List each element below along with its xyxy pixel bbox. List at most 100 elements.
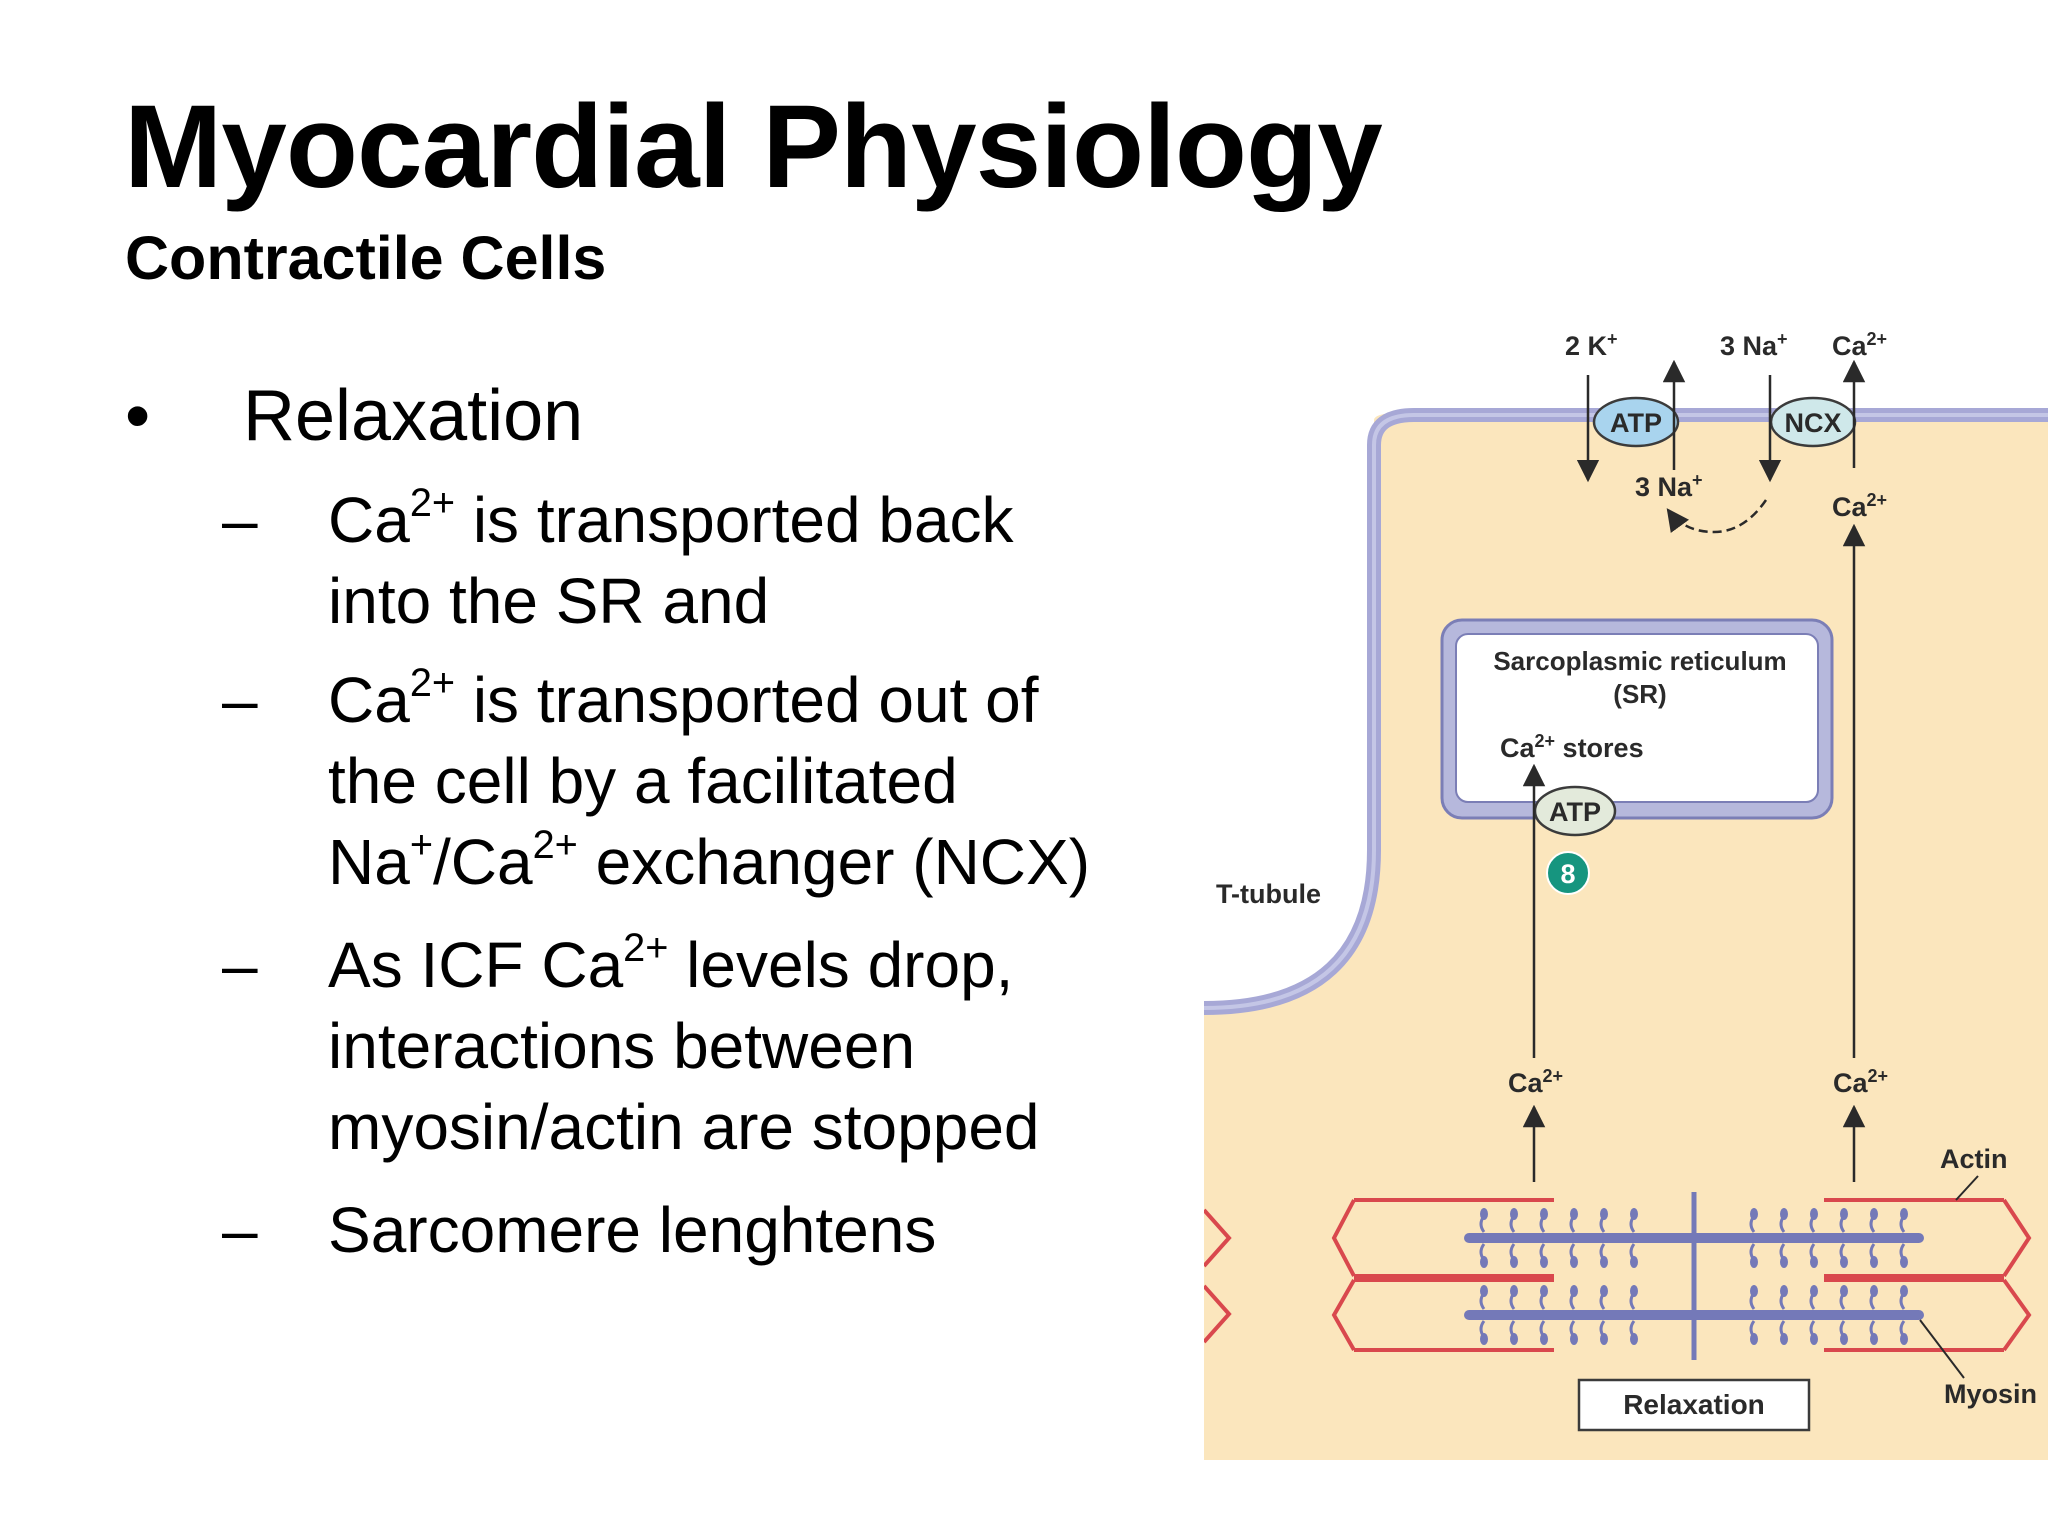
ion-ca-inside-text: Ca: [1832, 492, 1867, 522]
myosin-head: [1780, 1256, 1788, 1268]
myosin-head: [1900, 1256, 1908, 1268]
z-disc-left: [1204, 1208, 1232, 1344]
sr-stores-ca: Ca: [1500, 733, 1535, 763]
ion-2k-sup: +: [1607, 329, 1618, 349]
myosin-pointer: [1919, 1319, 1965, 1379]
myosin-head: [1480, 1333, 1488, 1345]
myosin-head: [1750, 1208, 1758, 1220]
ion-ca-top: Ca2+: [1832, 329, 1887, 361]
sub-bullet-line: the cell by a facilitated: [328, 741, 1248, 822]
myosin-head: [1540, 1285, 1548, 1297]
text-run: exchanger (NCX): [577, 826, 1090, 898]
myosin-head: [1780, 1333, 1788, 1345]
myosin-head: [1570, 1333, 1578, 1345]
z-disc-center-left: [1331, 1199, 1356, 1351]
myosin-head: [1810, 1208, 1818, 1220]
ca-right-sup: 2+: [1868, 1066, 1889, 1086]
t-tubule-label: T-tubule: [1216, 879, 1321, 909]
myosin-label: Myosin: [1944, 1379, 2037, 1409]
atp-pump-label: ATP: [1610, 408, 1662, 438]
atp-pump: [1592, 396, 1680, 448]
text-run: is transported back: [455, 484, 1014, 556]
ion-3na-top-sup: +: [1777, 329, 1788, 349]
superscript: 2+: [532, 822, 578, 867]
myosin-head: [1510, 1333, 1518, 1345]
myosin-head: [1840, 1256, 1848, 1268]
sub-bullet-line: Sarcomere lenghtens: [328, 1190, 1248, 1271]
text-run: into the SR and: [328, 565, 770, 637]
sr-stores-sup: 2+: [1535, 731, 1556, 751]
relaxation-box: [1577, 1378, 1811, 1432]
text-run: As ICF Ca: [328, 929, 624, 1001]
arrow-na-cycle: [1666, 499, 1768, 534]
myosin-head: [1540, 1208, 1548, 1220]
myosin-head: [1810, 1285, 1818, 1297]
ion-3na-inside-text: 3 Na: [1635, 472, 1693, 502]
sub-bullet-text: Sarcomere lenghtens: [328, 1190, 1248, 1271]
sub-bullet-dash: –: [222, 929, 258, 1001]
myosin-head: [1540, 1333, 1548, 1345]
bullet-text: Relaxation: [243, 376, 584, 456]
ion-ca-top-sup: 2+: [1867, 329, 1888, 349]
ca-right-text: Ca: [1833, 1068, 1868, 1098]
z-disc-right: [2002, 1198, 2032, 1352]
myosin-head: [1810, 1333, 1818, 1345]
text-run: interactions between: [328, 1010, 916, 1082]
sub-bullet-line: Na+/Ca2+ exchanger (NCX): [328, 822, 1248, 903]
myosin-head: [1900, 1285, 1908, 1297]
cytoplasm: [1204, 412, 2048, 1460]
ca-left-text: Ca: [1508, 1068, 1543, 1098]
myosin-head: [1600, 1285, 1608, 1297]
ion-3na-top-text: 3 Na: [1720, 331, 1778, 361]
sr-title-line1: Sarcoplasmic reticulum: [1493, 646, 1786, 676]
myosin-head: [1510, 1208, 1518, 1220]
superscript: +: [409, 822, 433, 867]
myosin-thick-filament: [1464, 1310, 1924, 1320]
myosin-head: [1570, 1208, 1578, 1220]
myosin-head: [1750, 1285, 1758, 1297]
text-run: Sarcomere lenghtens: [328, 1194, 937, 1266]
relaxation-label: Relaxation: [1623, 1389, 1765, 1420]
ion-3na-inside-sup: +: [1692, 470, 1703, 490]
myosin-head: [1600, 1208, 1608, 1220]
sub-bullet-dash: –: [222, 1194, 258, 1266]
sub-bullet-line: Ca2+ is transported back: [328, 480, 1248, 561]
superscript: 2+: [409, 480, 456, 525]
actin-label: Actin: [1940, 1144, 2008, 1174]
ion-2k: 2 K+: [1565, 329, 1618, 361]
myosin-head: [1570, 1256, 1578, 1268]
myosin-head: [1630, 1285, 1638, 1297]
ion-3na-inside: 3 Na+: [1635, 470, 1703, 502]
sub-bullet-line: Ca2+ is transported out of: [328, 660, 1248, 741]
ca-left-sup: 2+: [1543, 1066, 1564, 1086]
ca-left-label: Ca2+: [1508, 1066, 1563, 1098]
sr-stores: Ca2+ stores: [1500, 731, 1644, 763]
text-run: the cell by a facilitated: [328, 745, 958, 817]
sarcoplasmic-reticulum-lumen: [1455, 633, 1819, 803]
myosin-head: [1600, 1333, 1608, 1345]
myosin-head: [1780, 1285, 1788, 1297]
myosin-head: [1630, 1256, 1638, 1268]
ion-ca-inside: Ca2+: [1832, 490, 1887, 522]
ca-right-label: Ca2+: [1833, 1066, 1888, 1098]
sub-bullet-line: As ICF Ca2+ levels drop,: [328, 925, 1248, 1006]
text-run: Ca: [328, 664, 410, 736]
ion-ca-top-text: Ca: [1832, 331, 1867, 361]
sr-stores-text: stores: [1555, 733, 1644, 763]
myosin-head: [1480, 1208, 1488, 1220]
step-badge: [1546, 851, 1590, 895]
myosin-head: [1870, 1256, 1878, 1268]
myosin-head: [1780, 1208, 1788, 1220]
myosin-head: [1600, 1256, 1608, 1268]
myosin-head: [1510, 1285, 1518, 1297]
sub-bullet-text: As ICF Ca2+ levels drop,interactions bet…: [328, 925, 1248, 1168]
myosin-head: [1540, 1256, 1548, 1268]
text-run: myosin/actin are stopped: [328, 1091, 1040, 1163]
sub-bullet-line: myosin/actin are stopped: [328, 1087, 1248, 1168]
superscript: 2+: [623, 925, 669, 970]
myosin-head: [1750, 1333, 1758, 1345]
myosin-head: [1480, 1256, 1488, 1268]
myocardial-relaxation-diagram: ATP NCX 2 K+ 3 Na+ Ca2+ 3 Na+ Ca2+ Sarco…: [1204, 329, 2048, 1460]
myosin-head: [1570, 1285, 1578, 1297]
